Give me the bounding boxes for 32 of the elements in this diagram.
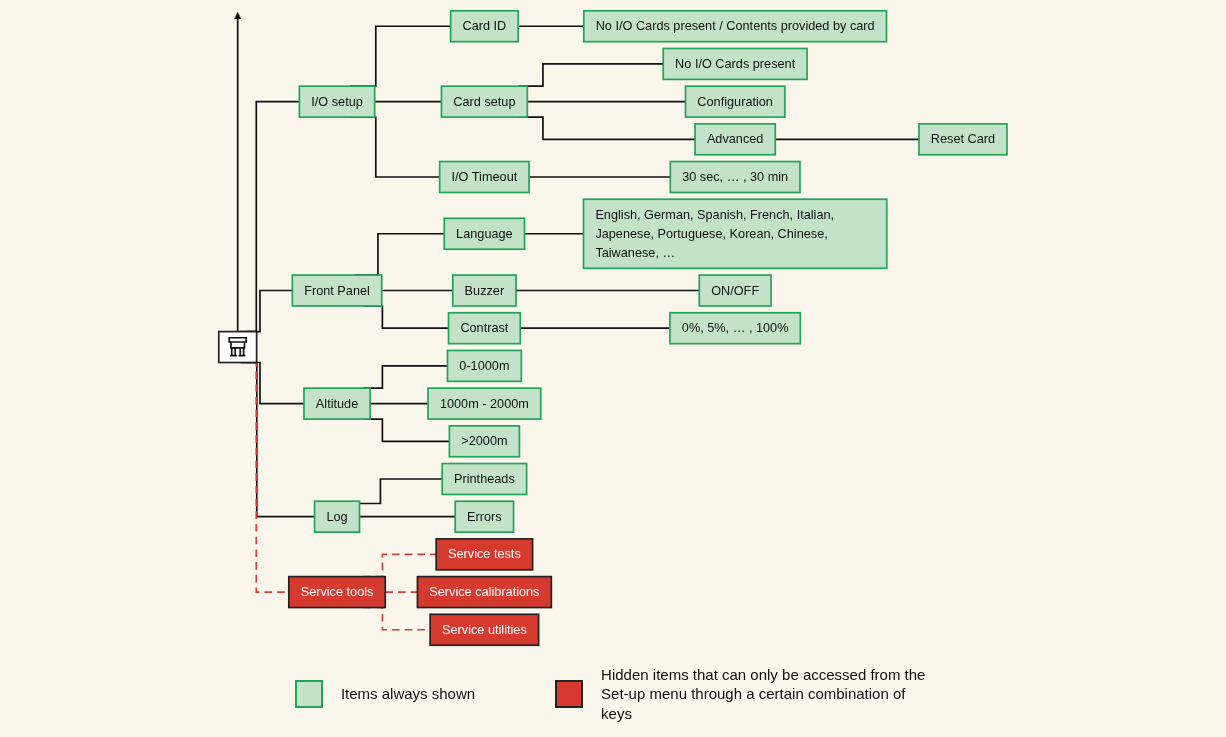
node-box: ON/OFF	[698, 274, 772, 307]
node-box: No I/O Cards present / Contents provided by card	[583, 9, 888, 43]
node-box: I/O Timeout	[439, 160, 531, 194]
node-box: Advanced	[694, 123, 777, 156]
node-box: Service tools	[288, 575, 387, 609]
node-box: No I/O Cards present	[662, 47, 808, 81]
node-box: Errors	[454, 500, 515, 533]
node-box: Log	[313, 500, 361, 533]
node-picture	[218, 330, 258, 364]
node-box: Reset Card	[918, 123, 1008, 156]
node-box: Language	[443, 217, 526, 251]
node-box: Printheads	[441, 462, 528, 496]
legend-label: Items always shown	[340, 684, 476, 704]
node-box: Configuration	[684, 85, 786, 118]
node-box: 0%, 5%, … , 100%	[669, 311, 802, 345]
node-box: >2000m	[448, 425, 521, 458]
node-box: I/O setup	[298, 85, 376, 118]
node-box: English, German, Spanish, French, Italian, Japenese, Portuguese, Korean, Chinese, Taiwanese, …	[582, 198, 888, 270]
node-box: 30 sec, … , 30 min	[669, 160, 801, 194]
node-box: Buzzer	[452, 274, 517, 307]
node-box: Contrast	[447, 311, 522, 345]
node-box: Card setup	[440, 85, 529, 118]
node-box: Altitude	[303, 387, 372, 420]
legend-label: Hidden items that can only be accessed from the Set-up menu through a certain combination of keys	[601, 664, 927, 724]
arrow	[234, 12, 242, 333]
node-box: Card ID	[449, 9, 520, 43]
node-box: Service utilities	[429, 613, 540, 647]
node-box: Service tests	[435, 538, 534, 571]
node-box: 0-1000m	[446, 349, 523, 383]
node-box: Front Panel	[291, 274, 383, 307]
node-box: 1000m - 2000m	[427, 387, 542, 420]
node-box: Service calibrations	[416, 575, 553, 609]
